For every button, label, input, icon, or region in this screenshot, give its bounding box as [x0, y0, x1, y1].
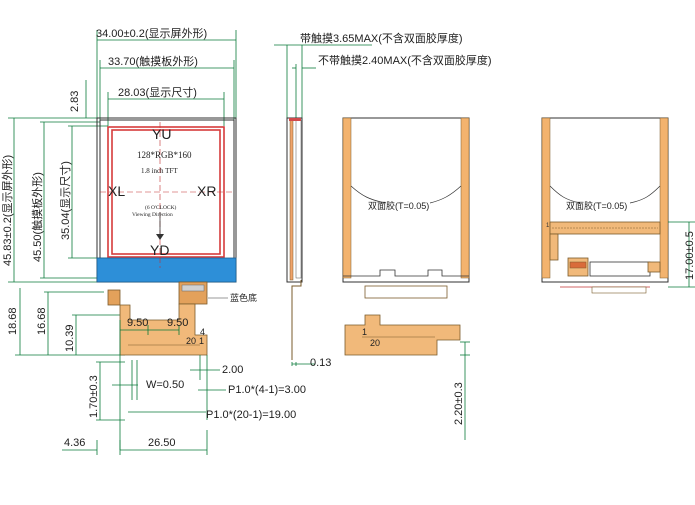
xl-label: XL: [108, 183, 125, 199]
front-left-dimensions: 2.83 45.83±0.2(显示屏外形) 45.50(触摸板外形) 35.04…: [1, 80, 125, 356]
fpc-left-label: 4.36: [64, 437, 85, 449]
yd-label: YD: [150, 242, 169, 258]
overall-height-label: 45.83±0.2(显示屏外形): [1, 155, 14, 266]
fpc-width-label: 26.50: [148, 437, 176, 449]
left-pad-label: 9.50: [127, 317, 148, 329]
fpc-height-b-label: 16.68: [36, 307, 48, 335]
pin20-label: 20: [186, 336, 196, 346]
front-bottom-dimensions: 9.50 9.50 2.00 W=0.50 P1.0*(4-1)=3.00 P1…: [62, 317, 306, 455]
thickness-max-label: 带触摸3.65MAX(不含双面胶厚度): [300, 31, 463, 45]
fpc-gap-label: 10.39: [64, 324, 76, 352]
resolution-label: 128*RGB*160: [137, 150, 192, 160]
blue-base-label: 蓝色底: [230, 292, 257, 303]
back-view-middle: 双面胶(T=0.05) 1 20: [342, 117, 470, 356]
back-view-right: 双面胶(T=0.05) 1 17.00±0.5 2.20±0.3: [453, 117, 695, 440]
right-height-label: 17.00±0.5: [684, 231, 695, 280]
pitch-small-label: P1.0*(4-1)=3.00: [228, 384, 306, 396]
fpc-height-a-label: 18.68: [7, 307, 19, 335]
top-margin-label: 2.83: [69, 91, 81, 112]
pitch-large-label: P1.0*(20-1)=19.00: [206, 409, 296, 421]
glass-width-label: 33.70(触摸板外形): [108, 54, 198, 68]
pin-offset-label: 1.70±0.3: [88, 375, 100, 418]
display-height-label: 35.04(显示尺寸): [58, 161, 72, 240]
right-pin1-label: 1: [546, 223, 550, 229]
pin4-label: 4: [200, 327, 205, 337]
thickness-no-touch-label: 不带触摸2.40MAX(不含双面胶厚度): [318, 53, 492, 67]
panel-size-label: 1.8 inch TFT: [141, 167, 178, 175]
back-pin20-label: 20: [370, 338, 380, 348]
yu-label: YU: [152, 126, 171, 142]
double-tape-label: 双面胶(T=0.05): [368, 200, 429, 211]
front-fpc: 20 1 4 蓝色底: [107, 281, 257, 356]
pin1-label: 1: [199, 336, 204, 346]
xr-label: XR: [197, 183, 216, 199]
overall-width-label: 34.00±0.2(显示屏外形): [96, 27, 207, 40]
blue-base-strip: [96, 257, 237, 283]
pin-width-label: W=0.50: [146, 379, 184, 391]
front-view-module: YU YD XL XR 128*RGB*160 1.8 inch TFT (6 …: [96, 117, 237, 283]
right-fpc-h-label: 2.20±0.3: [453, 382, 465, 425]
right-pad-label: 9.50: [167, 317, 188, 329]
side-view: 带触摸3.65MAX(不含双面胶厚度) 不带触摸2.40MAX(不含双面胶厚度)…: [274, 31, 492, 369]
double-tape-label-2: 双面胶(T=0.05): [566, 200, 627, 211]
display-width-label: 28.03(显示尺寸): [118, 85, 197, 99]
viewing-direction-label: Viewing Direction: [132, 212, 173, 218]
back-pin1-label: 1: [362, 327, 367, 337]
glass-height-label: 45.50(触摸板外形): [30, 172, 44, 262]
side-thickness-label: 0.13: [310, 357, 331, 369]
tail-width-label: 2.00: [222, 364, 243, 376]
viewing-o-label: (6 O'CLOCK): [145, 204, 177, 211]
front-top-dimensions: 34.00±0.2(显示屏外形) 33.70(触摸板外形) 28.03(显示尺寸…: [96, 27, 237, 126]
